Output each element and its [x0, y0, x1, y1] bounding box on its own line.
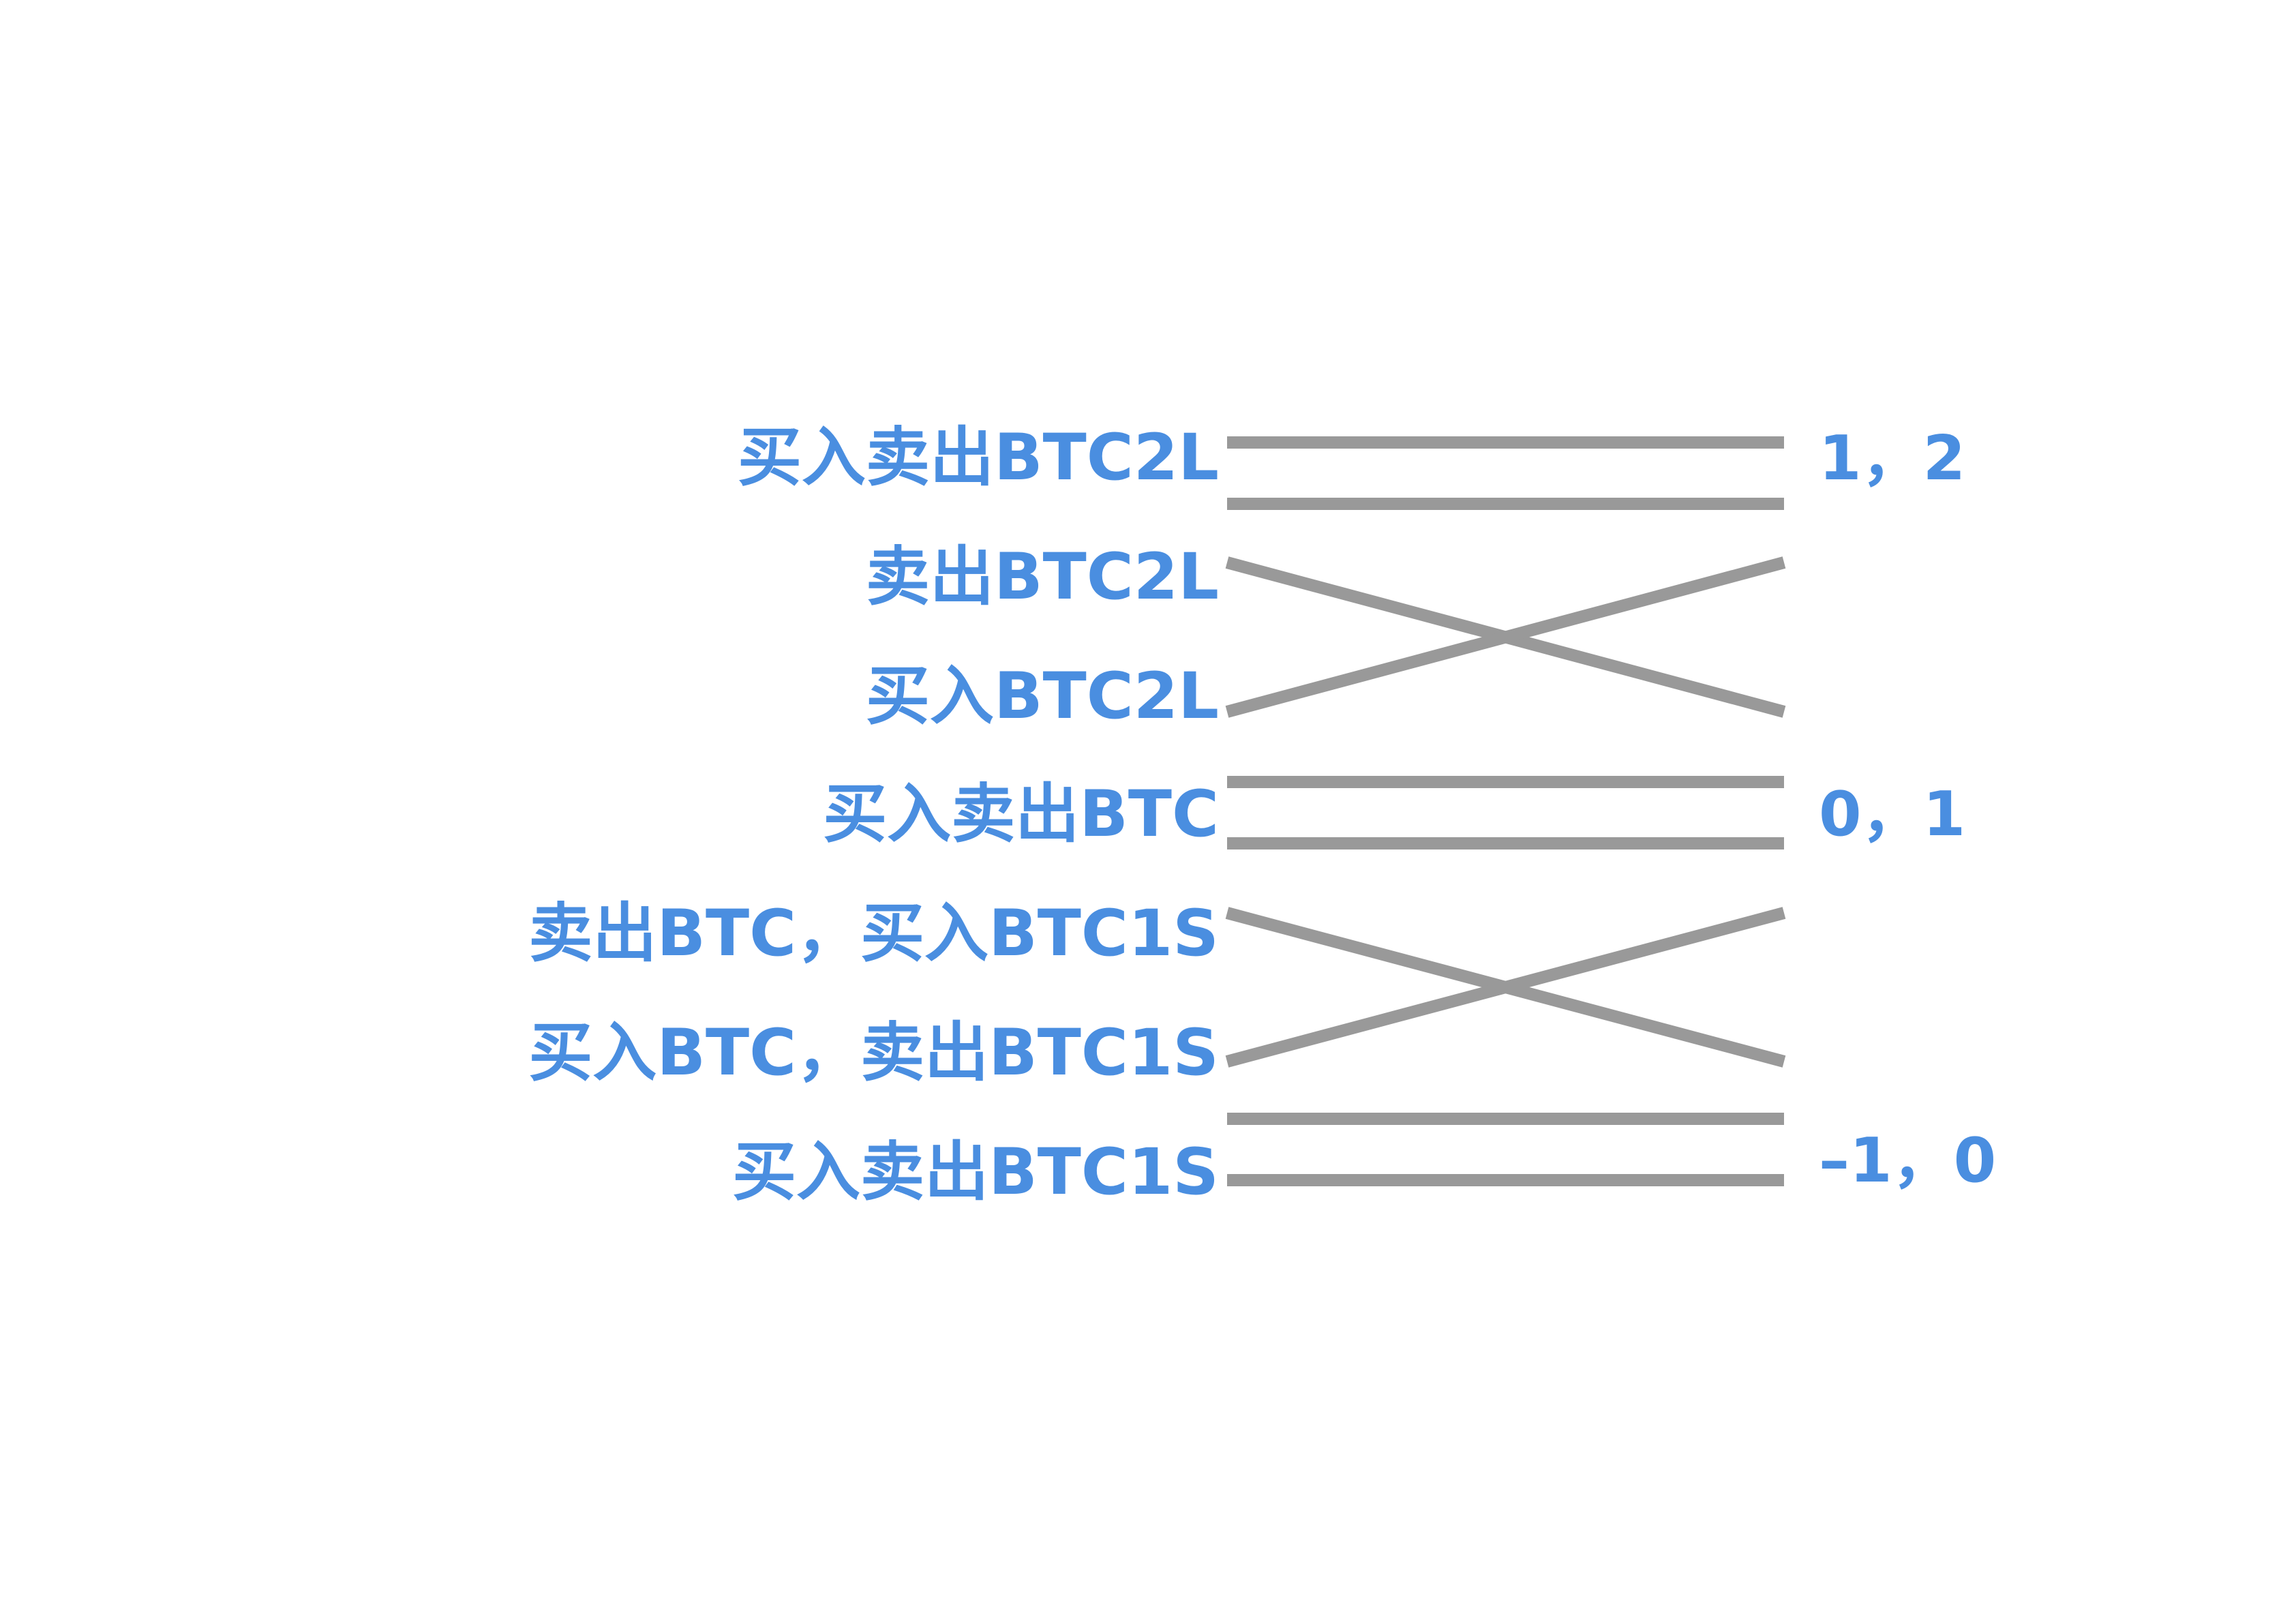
strategy-label-buy-sell-btc1s: 买入卖出BTC1S: [732, 1135, 1219, 1209]
strategy-label-sell-btc-buy-btc1s: 卖出BTC，买入BTC1S: [528, 897, 1219, 971]
cross-line-btc1s-b: [1225, 907, 1786, 1068]
range-label-1-2: 1，2: [1819, 423, 1966, 494]
strategy-label-buy-btc-sell-btc1s: 买入BTC，卖出BTC1S: [528, 1016, 1219, 1090]
strategy-label-sell-btc2l: 卖出BTC2L: [865, 540, 1219, 614]
strategy-label-buy-sell-btc2l: 买入卖出BTC2L: [737, 421, 1219, 495]
strategy-label-buy-btc2l: 买入BTC2L: [865, 659, 1219, 734]
range-label-minus1-0: –1，0: [1819, 1125, 1997, 1197]
strategy-label-buy-sell-btc: 买入卖出BTC: [823, 777, 1219, 852]
range-label-0-1: 0，1: [1819, 779, 1966, 850]
cross-line-btc2l-b: [1225, 556, 1786, 718]
